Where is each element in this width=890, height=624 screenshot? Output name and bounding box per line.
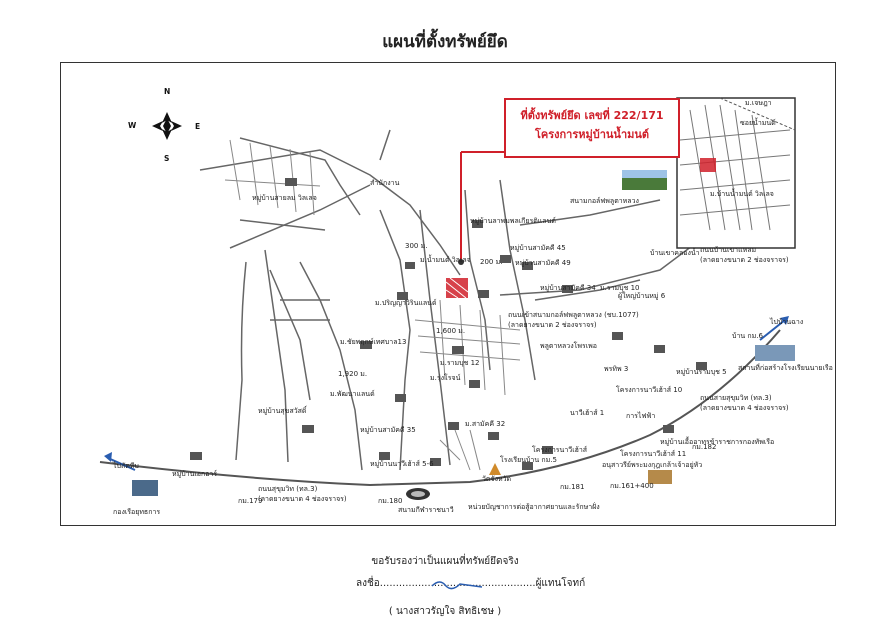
label-khaochamao: บ้านเขาคลองน้ำ [650,246,700,257]
label-golf-road: ถนนเข้าสนามกอล์ฟพลูตาหลวง (ชบ.1077) [508,311,639,319]
compass-n: N [164,87,170,96]
label-samakkhi35: หมู่บ้านสามัคคี 35 [360,426,416,434]
arrow-to-banchang [759,316,789,341]
sukhumvit-road [99,329,781,487]
label-300m: 300 ม. [405,242,427,250]
inset-top-label: ม.เจษฎา [745,99,772,107]
label-1600m: 1,600 ม. [436,327,465,335]
label-200m: 200 ม. [480,258,502,266]
landmark-navy-ship [132,480,158,496]
label-ruengrit: ม.รุ่งโรจน์ [430,373,461,382]
road-network-left [199,129,701,471]
label-navy-unit: หน่วยบัญชาการต่อสู้อากาศยานและรักษาฝั่ง [468,502,600,511]
label-navy10: โครงการนาวีเฮ้าส์ 10 [616,385,682,394]
label-chaipruek: ม.ชัยพฤกษ์เทศบาล13 [340,338,406,346]
arrow-to-sattahip [104,452,136,471]
km-range: กม.161+400 [610,482,654,490]
label-stadium: สนามกีฬาราชนาวี [398,506,454,514]
house-icons [190,178,707,470]
label-golf-desc: (ลาดยางขนาด 2 ช่องจราจร) [508,321,597,329]
property-marker [445,151,504,299]
label-navy11: โครงการนาวีเฮ้าส์ 11 [620,449,686,458]
label-sukhumvit: ถนนสุขุมวิท (ทล.3) [258,485,318,493]
compass-w: W [128,121,137,130]
label-samakkhi49: หมู่บ้านสามัคคี 49 [515,259,571,267]
label-numon: ม.น้ำมนต์ วิลเลจ [420,253,471,264]
label-pattana: ม.พัฒนาแลนด์ [330,390,375,398]
inset-soi-label: ซอยน้ำมนต์ [740,116,776,127]
certify-text: ขอรับรองว่าเป็นแผนที่ทรัพย์ยึดจริง [371,556,519,567]
km-180: กม.180 [378,497,402,505]
label-samakkhi34: หมู่บ้านสามัคคี 34 [540,284,596,292]
label-sukhumvit2: ถนนสายสุขุมวิท (ทล.3) [700,394,772,402]
landmark-monument [648,470,672,484]
inset-village-label: ม.บ้านน้ำมนต์ วิลเลจ [710,187,774,198]
signature-line: ลงชื่อ..................................… [356,576,585,591]
sign-suffix: ..........................ผู้แทนโจทก์ [452,578,586,589]
km-181: กม.181 [560,483,584,491]
landmark-golf [622,170,667,190]
label-puyai: ผู้ใหญ่บ้านหมู่ 6 [618,291,666,300]
sign-prefix: ลงชื่อ....................... [356,578,453,589]
label-wat: วัดจังหวัด [482,475,511,483]
label-school-bansuan: โรงเรียนบ้าน กม.5 [500,455,557,464]
landmark-wat [489,463,501,475]
label-school: สถานที่ก่อสร้างโรงเรียนนายเรือ [738,363,833,372]
label-navy1: นาวีเฮ้าส์ 1 [570,409,604,417]
label-sukhumvit2-desc: (ลาดยางขนาด 4 ช่องจราจร) [700,404,789,412]
label-ramabooch10: ม.รามบุช 10 [600,284,639,292]
label-samakkhi45: หมู่บ้านสามัคคี 45 [510,244,566,252]
map-frame [60,62,836,526]
km-179: กม.179 [238,497,262,505]
inset-road-label: ถนนบ้านเขาแหลม [700,246,756,254]
label-office: สำนักงาน [370,179,400,187]
label-sailom: หมู่บ้านสายลม วิลเลจ [252,194,317,202]
callout-line2: โครงการหมู่บ้านน้ำมนต์ [534,128,650,141]
label-1920m: 1,920 ม. [338,370,367,378]
label-power: การไฟฟ้า [626,411,655,420]
label-navy-chaplain: หมู่บ้านเอื้ออาทรข้าราชการกองทัพเรือ [660,435,774,446]
landmark-stadium [406,488,430,500]
label-monument: อนุสาวรีย์พระมงกุฎเกล้าเจ้าอยู่หัว [602,461,702,469]
label-golf-course: สนามกอล์ฟพลูตาหลวง [570,197,639,205]
callout-line1: ที่ตั้งทรัพย์ยึด เลขที่ 222/171 [520,109,664,122]
inset-road-desc: (ลาดยางขนาด 2 ช่องจราจร) [700,256,789,264]
label-sukhumvit-desc: (ลาดยางขนาด 4 ช่องจราจร) [258,495,347,503]
label-kingkaew: หมู่บ้านลาพมพลเกียรติแลนด์ [470,217,556,225]
compass-e: E [195,122,200,131]
map-labels: หมู่บ้านสายลม วิลเลจ สำนักงาน ถนนสุขุมวิ… [112,179,833,516]
compass-icon: N S E W [128,87,200,163]
label-km6: บ้าน กม.6 [732,332,763,340]
label-navy: กองเรือยุทธการ [113,508,160,516]
signer-name: ( นางสาวรัญใจ สิทธิเชษ ) [388,606,502,617]
label-samakkhi32: ม.สามัคคี 32 [465,420,505,428]
km-markers: กม.179 กม.180 กม.181 กม.182 กม.161+400 [238,443,716,505]
map-title: แผนที่ตั้งทรัพย์ยึด [382,32,508,52]
km-182: กม.182 [692,443,716,451]
grid-village-sailom [224,139,321,216]
label-navy5: โครงการนาวีเฮ้าส์ [532,445,588,454]
grid-village-center [414,299,521,471]
label-kaebar: หมู่บ้านเอกอาร์ [172,470,217,478]
label-vill-navyhouse: หมู่บ้านนาวีเฮ้าส์ 5-6 [370,460,434,468]
landmark-school [755,345,795,361]
label-pruksa3: พรทิพ 3 [604,365,628,373]
label-banchang: ไปบ้านฉาง [769,317,803,326]
inset-map: ม.เจษฎา ซอยน้ำมนต์ ม.บ้านน้ำมนต์ วิลเลจ … [676,97,796,264]
label-prasan: ม.ปริญญาวิรินแลนด์ [375,299,437,307]
label-suksawat: หมู่บ้านสุขสวัสดิ์ [258,405,308,415]
property-callout: ที่ตั้งทรัพย์ยึด เลขที่ 222/171 โครงการห… [504,98,680,158]
compass-s: S [164,154,169,163]
label-plutaluang: พลูตาหลวงโพรเพอ [540,341,597,350]
label-ramabooch5: หมู่บ้านรามบุช 5 [676,368,727,376]
label-sattahip: ไปสัตหีบ [112,461,139,470]
label-ramabooch12: ม.รามบุช 12 [440,359,479,367]
